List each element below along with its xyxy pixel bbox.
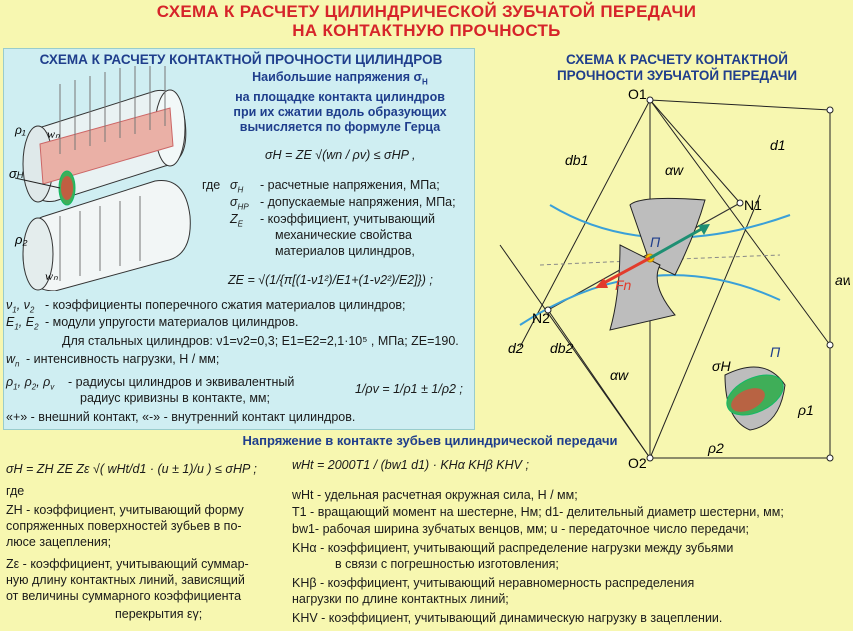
alpha-bottom-label: αw (610, 367, 629, 383)
d2-label: d2 (508, 340, 524, 356)
gear-title-1: СХЕМА К РАСЧЕТУ КОНТАКТНОЙ (566, 52, 788, 67)
def-sigma-hp: - допускаемые напряжения, МПа; (260, 195, 456, 209)
zh-1: ZH - коэффициент, учитывающий форму (6, 503, 244, 517)
def-rho-1: - радиусы цилиндров и эквивалентный (68, 375, 295, 389)
fn-label: Fn (615, 277, 632, 293)
o1-label: O1 (628, 86, 647, 102)
pitch-point-label: П (650, 234, 661, 250)
sym-ze: ZE (230, 212, 243, 229)
db2-label: db2 (550, 340, 574, 356)
def-ze-3: материалов цилиндров, (275, 244, 415, 258)
sym-wn: wn (6, 352, 20, 369)
def-kha-1: KHα - коэффициент, учитывающий распредел… (292, 541, 734, 555)
steel-values: Для стальных цилиндров: ν1=ν2=0,3; E1=E2… (62, 334, 459, 348)
rho2-label: ρ₂ (14, 232, 27, 247)
bottom-where: где (6, 484, 25, 498)
sym-sigma-h: σH (230, 178, 244, 195)
n2-label: N2 (532, 310, 550, 326)
formula-wht: wHt = 2000T1 / (bw1 d1) · KHα KHβ KHV ; (292, 458, 529, 472)
def-ze-1: - коэффициент, учитывающий (260, 212, 435, 226)
hertz-title-1: Наибольшие напряжения σ (252, 70, 423, 84)
sym-nu: ν1, ν2 (6, 298, 35, 315)
ze-1: Zε - коэффициент, учитывающий суммар- (6, 557, 249, 571)
wn-top-label: wₙ (47, 127, 60, 141)
hertz-title-4: вычисляется по формуле Герца (239, 119, 441, 134)
cylinders-diagram: ρ₁ σH ρ₂ wₙ wₙ (9, 66, 191, 291)
formula-rho: 1/ρv = 1/ρ1 ± 1/ρ2 ; (355, 382, 463, 396)
db1-label: db1 (565, 152, 588, 168)
wn-bottom-label: wₙ (45, 269, 58, 283)
sigma-label: σH (9, 166, 24, 181)
cylinder-panel-title: СХЕМА К РАСЧЕТУ КОНТАКТНОЙ ПРОЧНОСТИ ЦИЛ… (39, 52, 443, 67)
d1-label: d1 (770, 137, 786, 153)
zh-3: люсе зацепления; (6, 535, 112, 549)
def-wht: wHt - удельная расчетная окружная сила, … (292, 488, 578, 502)
sigma-gear-label: σH (712, 358, 731, 374)
def-ze-2: механические свойства (275, 228, 412, 242)
def-e: - модули упругости материалов цилиндров. (45, 315, 299, 329)
hertz-title: Наибольшие напряжения σH на площадке кон… (220, 70, 460, 135)
def-bw1: bw1- рабочая ширина зубчатых венцов, мм;… (292, 522, 750, 536)
hertz-title-3: при их сжатии вдоль образующих (233, 104, 447, 119)
aw-label: aw (835, 272, 850, 288)
tooth-contact-title: Напряжение в контакте зубьев цилиндричес… (242, 433, 618, 448)
rho1-label: ρ₁ (14, 123, 26, 137)
def-khv: KHV - коэффициент, учитывающий динамичес… (292, 611, 723, 625)
main-title: СХЕМА К РАСЧЕТУ ЦИЛИНДРИЧЕСКОЙ ЗУБЧАТОЙ … (0, 2, 853, 40)
o2-label: O2 (628, 455, 647, 471)
formula-hertz: σH = ZE √(wn / ρv) ≤ σHP , (265, 148, 416, 162)
main-title-line2: НА КОНТАКТНУЮ ПРОЧНОСТЬ (292, 21, 561, 40)
def-nu: - коэффициенты поперечного сжатия матери… (45, 298, 406, 312)
gear-diagram: O1 O2 N1 N2 П П Fn d1 d2 db1 db2 αw αw a… (499, 86, 850, 471)
where-label: где (202, 178, 221, 192)
def-khb-2: нагрузки по длине контактных линий; (292, 592, 509, 606)
sym-rho: ρ1, ρ2, ρv (6, 375, 55, 392)
main-title-line1: СХЕМА К РАСЧЕТУ ЦИЛИНДРИЧЕСКОЙ ЗУБЧАТОЙ … (156, 2, 697, 21)
sym-sigma-hp: σHP (230, 195, 249, 212)
rho1-gear-label: ρ1 (797, 402, 814, 418)
def-khb-1: KHβ - коэффициент, учитывающий неравноме… (292, 576, 695, 590)
ze-3: от величины суммарного коэффициента (6, 589, 242, 603)
pitch-point-label-2: П (770, 344, 781, 360)
alpha-top-label: αw (665, 162, 684, 178)
gear-title-2: ПРОЧНОСТИ ЗУБЧАТОЙ ПЕРЕДАЧИ (556, 68, 798, 83)
def-kha-2: в связи с погрешностью изготовления; (335, 557, 559, 571)
zh-2: сопряженных поверхностей зубьев в по- (6, 519, 242, 533)
hertz-title-2: на площадке контакта цилиндров (235, 89, 445, 104)
def-rho-2: радиус кривизны в контакте, мм; (80, 391, 270, 405)
ze-4: перекрытия εγ; (115, 607, 203, 621)
def-wn: - интенсивность нагрузки, Н / мм; (26, 352, 220, 366)
sym-e: E1, E2 (6, 315, 39, 332)
def-t1: T1 - вращающий момент на шестерне, Нм; d… (292, 505, 784, 519)
def-sigma-h: - расчетные напряжения, МПа; (260, 178, 440, 192)
formula-ze: ZE = √(1/{π[(1-ν1²)/E1+(1-ν2²)/E2]}) ; (228, 273, 433, 287)
formula-main: σH = ZH ZE Zε √( wHt/d1 · (u ± 1)/u ) ≤ … (6, 462, 257, 476)
contact-note: «+» - внешний контакт, «-» - внутренний … (6, 410, 356, 424)
n1-label: N1 (744, 197, 762, 213)
gear-panel-title: СХЕМА К РАСЧЕТУ КОНТАКТНОЙ ПРОЧНОСТИ ЗУБ… (512, 52, 842, 84)
ze-2: ную длину контактных линий, зависящий (6, 573, 245, 587)
rho2-gear-label: ρ2 (707, 440, 724, 456)
